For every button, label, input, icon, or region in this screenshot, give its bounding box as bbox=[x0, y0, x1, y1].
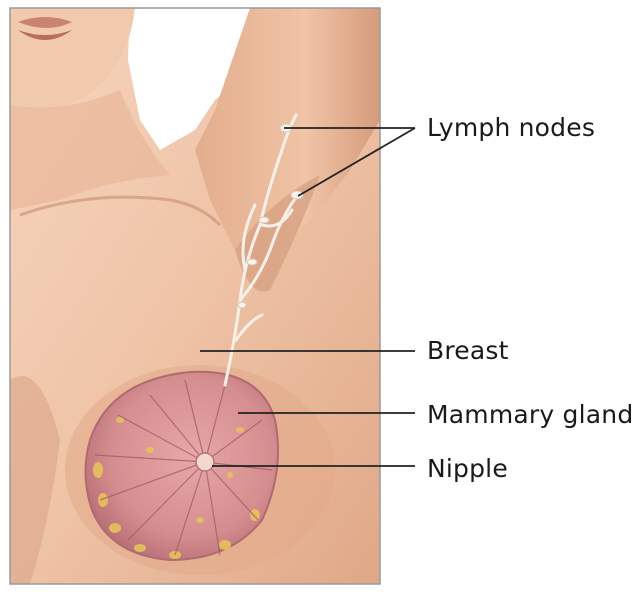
body-figure bbox=[10, 8, 380, 584]
label-nipple: Nipple bbox=[427, 456, 508, 481]
label-breast: Breast bbox=[427, 338, 509, 363]
label-mammary-gland: Mammary gland bbox=[427, 402, 633, 427]
label-lymph-nodes: Lymph nodes bbox=[427, 115, 595, 140]
nipple-shape bbox=[196, 453, 214, 471]
